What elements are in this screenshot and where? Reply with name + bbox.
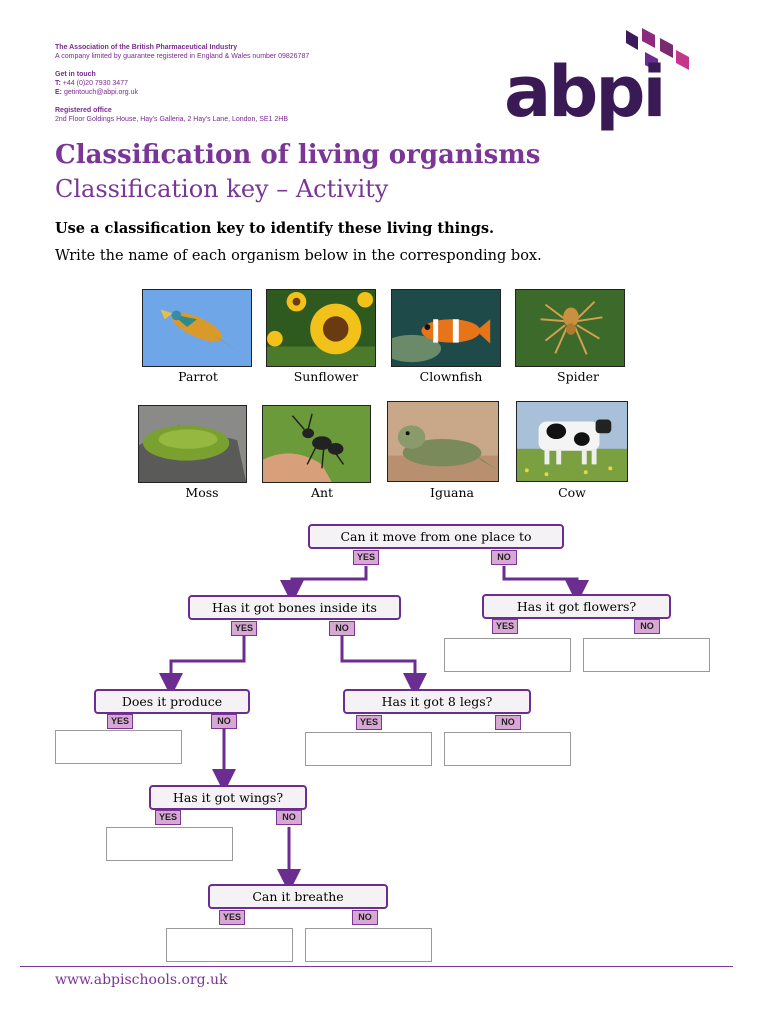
question-flowers: Has it got flowers?	[482, 594, 671, 619]
iguana-image	[387, 401, 499, 482]
sunflower-image	[266, 289, 376, 367]
telephone-line: T: +44 (0)20 7930 3477	[55, 80, 128, 87]
cow-caption: Cow	[558, 485, 586, 500]
iguana-caption: Iguana	[430, 485, 474, 500]
q4-yes-tag: YES	[107, 714, 133, 729]
q7-no-tag: NO	[352, 910, 378, 925]
cow-image	[516, 401, 628, 482]
parrot-image	[142, 289, 252, 367]
footer-divider	[20, 966, 733, 967]
answer-box-produce-yes[interactable]	[55, 730, 182, 764]
clownfish-image	[391, 289, 501, 367]
moss-caption: Moss	[185, 485, 219, 500]
q5-yes-tag: YES	[356, 715, 382, 730]
office-heading: Registered office	[55, 107, 112, 114]
instruction-text: Write the name of each organism below in…	[55, 248, 542, 264]
org-info: The Association of the British Pharmaceu…	[55, 43, 309, 61]
spider-image	[515, 289, 625, 367]
instruction-bold: Use a classification key to identify the…	[55, 220, 495, 237]
q1-yes-tag: YES	[353, 550, 379, 565]
page-subtitle: Classification key – Activity	[55, 175, 389, 203]
footer-website-link[interactable]: www.abpischools.org.uk	[55, 972, 228, 988]
q2-no-tag: NO	[329, 621, 355, 636]
question-move: Can it move from one place to	[308, 524, 564, 549]
sunflower-caption: Sunflower	[293, 369, 359, 384]
logo-text: abpi	[504, 51, 663, 133]
moss-image	[138, 405, 247, 483]
clownfish-caption: Clownfish	[419, 369, 483, 384]
q5-no-tag: NO	[495, 715, 521, 730]
spider-caption: Spider	[557, 369, 599, 384]
answer-box-flowers-yes[interactable]	[444, 638, 571, 672]
answer-box-wings-yes[interactable]	[106, 827, 233, 861]
answer-box-eight-legs-yes[interactable]	[305, 732, 432, 766]
question-eight-legs: Has it got 8 legs?	[343, 689, 531, 714]
answer-box-breathe-no[interactable]	[305, 928, 432, 962]
question-bones: Has it got bones inside its	[188, 595, 401, 620]
q2-yes-tag: YES	[231, 621, 257, 636]
company-registration: A company limited by guarantee registere…	[55, 53, 310, 60]
q3-no-tag: NO	[634, 619, 660, 634]
ant-caption: Ant	[310, 485, 334, 500]
answer-box-breathe-yes[interactable]	[166, 928, 293, 962]
q4-no-tag: NO	[211, 714, 237, 729]
contact-heading: Get in touch	[55, 71, 96, 78]
q1-no-tag: NO	[491, 550, 517, 565]
email-line[interactable]: E: getintouch@abpi.org.uk	[55, 89, 138, 96]
contact-info: Get in touch T: +44 (0)20 7930 3477 E: g…	[55, 70, 138, 97]
ant-image	[262, 405, 371, 483]
org-name: The Association of the British Pharmaceu…	[55, 44, 238, 51]
q7-yes-tag: YES	[219, 910, 245, 925]
question-wings: Has it got wings?	[149, 785, 307, 810]
question-produce: Does it produce	[94, 689, 250, 714]
answer-box-flowers-no[interactable]	[583, 638, 710, 672]
q3-yes-tag: YES	[492, 619, 518, 634]
office-info: Registered office 2nd Floor Goldings Hou…	[55, 106, 288, 124]
abpi-logo: abpi	[502, 26, 698, 136]
office-address: 2nd Floor Goldings House, Hay's Galleria…	[55, 116, 289, 123]
answer-box-eight-legs-no[interactable]	[444, 732, 571, 766]
page-title: Classification of living organisms	[55, 140, 541, 170]
question-breathe: Can it breathe	[208, 884, 388, 909]
q6-yes-tag: YES	[155, 810, 181, 825]
q6-no-tag: NO	[276, 810, 302, 825]
parrot-caption: Parrot	[178, 369, 218, 384]
